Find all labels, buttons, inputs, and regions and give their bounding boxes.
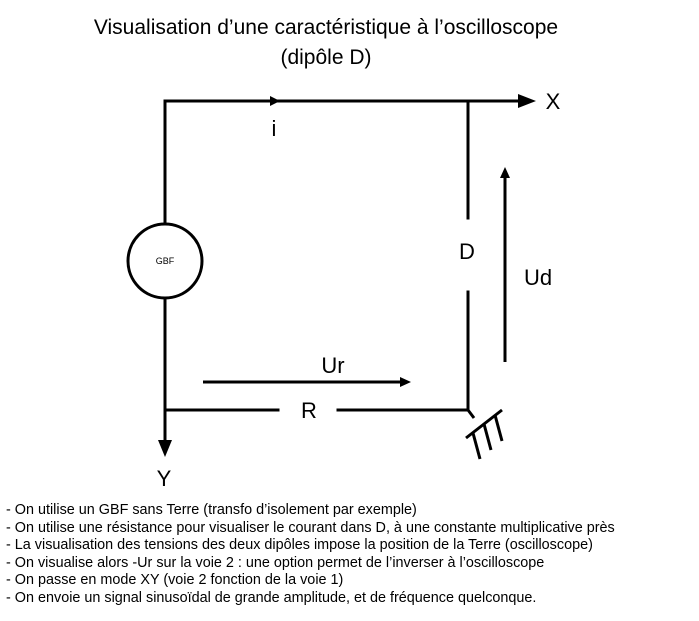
current-arrow-icon: [270, 96, 280, 106]
voltage-r-label: Ur: [321, 353, 344, 378]
voltage-d-label: Ud: [524, 265, 552, 290]
arrow-x-head: [518, 94, 536, 108]
notes-list: - On utilise un GBF sans Terre (transfo …: [6, 502, 615, 608]
generator-label: GBF: [156, 256, 175, 266]
note-item: - On visualise alors -Ur sur la voie 2 :…: [6, 554, 545, 571]
generator-circle: [126, 222, 204, 300]
current-label: i: [272, 116, 277, 141]
channel-y-label: Y: [157, 466, 172, 491]
note-item: - On utilise une résistance pour visuali…: [6, 519, 615, 536]
channel-x-label: X: [546, 89, 561, 114]
diagram-subtitle: (dipôle D): [280, 46, 372, 69]
note-item: - On envoie un signal sinusoïdal de gran…: [6, 589, 537, 606]
note-item: - La visualisation des tensions des deux…: [6, 537, 593, 554]
voltage-r-arrow-head: [400, 377, 411, 387]
note-item: - On utilise un GBF sans Terre (transfo …: [6, 502, 417, 518]
diagram-title: Visualisation d’une caractéristique à l’…: [93, 16, 559, 39]
note-item: - On passe en mode XY (voie 2 fonction d…: [6, 572, 344, 589]
ground-icon: [465, 408, 504, 460]
arrow-y-head: [158, 440, 172, 457]
dipole-label: D: [459, 239, 475, 264]
voltage-d-arrow-head: [500, 167, 510, 178]
circuit-diagram: GBF i X Y D R Ur Ud: [126, 89, 561, 491]
resistor-label: R: [301, 398, 317, 423]
